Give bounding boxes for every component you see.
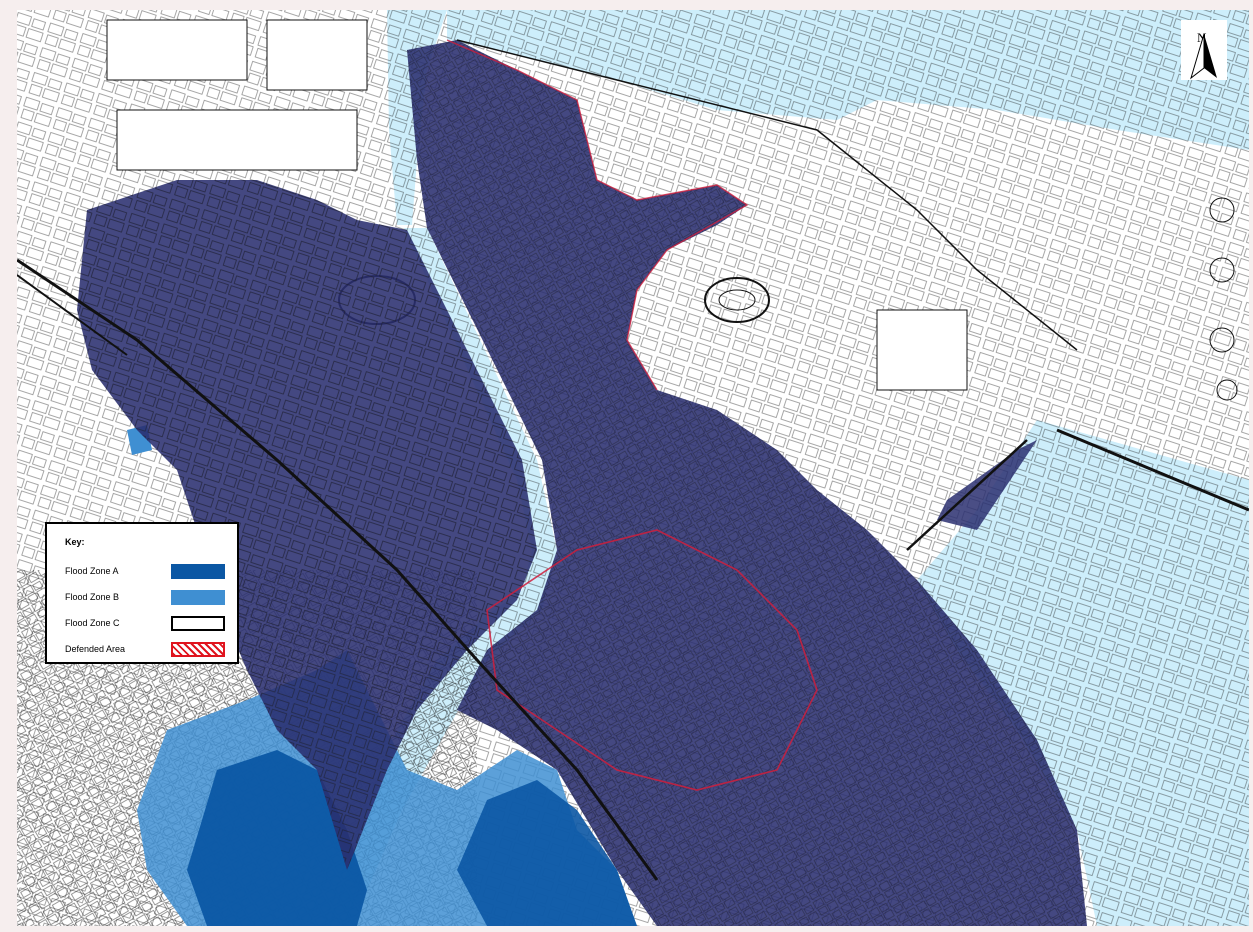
dock-building (266, 19, 368, 91)
map-frame: N Key: Flood Zone A Flood Zone B Flood Z… (17, 10, 1249, 926)
legend-item-flood-zone-c: Flood Zone C (65, 616, 229, 632)
flood-east-streets (407, 40, 1087, 926)
legend-label: Defended Area (65, 644, 126, 654)
tank (1209, 327, 1235, 353)
dock-building (106, 19, 248, 81)
tank (1216, 379, 1238, 401)
industrial-building (876, 309, 968, 391)
flood-west-streets (77, 180, 537, 870)
legend-title: Key: (65, 537, 85, 547)
north-label: N (1197, 30, 1207, 45)
sea-wall (906, 439, 1028, 551)
flood-overlay-coast (937, 440, 1037, 530)
stadium-track (704, 277, 770, 323)
stadium-field (718, 289, 756, 311)
legend-label: Flood Zone C (65, 618, 120, 628)
legend-label: Flood Zone B (65, 592, 120, 602)
sea-wall (1056, 428, 1249, 512)
legend-item-defended-area: Defended Area (65, 642, 229, 658)
dock-building (116, 109, 358, 171)
railway-line (17, 258, 659, 881)
legend-swatch-zone-b (171, 590, 225, 605)
legend-label: Flood Zone A (65, 566, 119, 576)
map-legend: Key: Flood Zone A Flood Zone B Flood Zon… (45, 522, 239, 664)
defended-area-outline (486, 529, 818, 791)
legend-item-flood-zone-a: Flood Zone A (65, 564, 229, 580)
flood-zone-a-area (457, 780, 637, 926)
defended-area-outline (446, 39, 749, 391)
legend-item-flood-zone-b: Flood Zone B (65, 590, 229, 606)
north-arrow: N (1181, 20, 1227, 80)
legend-swatch-zone-a (171, 564, 225, 579)
tank (1209, 197, 1235, 223)
legend-swatch-zone-c (171, 616, 225, 631)
railway-line (17, 274, 128, 356)
dock-road (456, 39, 1078, 351)
flood-zone-a-area (187, 750, 367, 926)
legend-swatch-defended (171, 642, 225, 657)
tank (1209, 257, 1235, 283)
flood-map[interactable] (17, 10, 1249, 926)
north-arrow-icon: N (1181, 20, 1227, 80)
